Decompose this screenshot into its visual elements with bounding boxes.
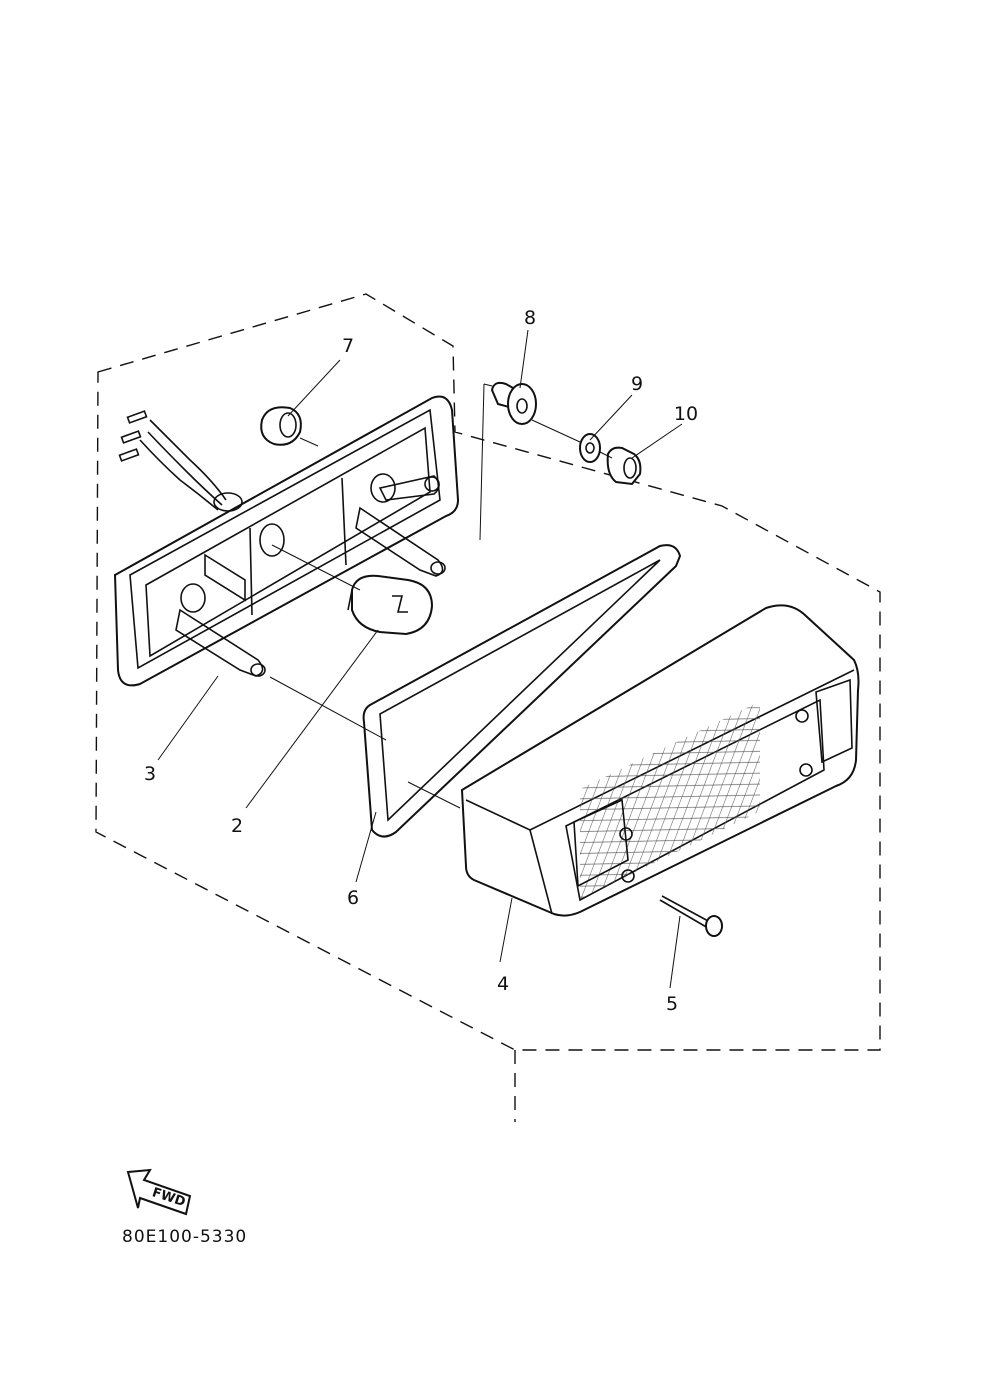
bulb <box>347 574 434 636</box>
screw <box>659 895 723 937</box>
callout-3: 3 <box>144 763 156 785</box>
callout-7: 7 <box>342 335 354 357</box>
callout-9: 9 <box>631 373 643 395</box>
lamp-housing-base <box>113 395 460 687</box>
leader-lines <box>157 329 683 989</box>
callout-6: 6 <box>347 887 359 909</box>
callout-2: 2 <box>231 815 243 837</box>
gasket <box>362 544 682 838</box>
nut <box>606 446 642 486</box>
callout-8: 8 <box>524 307 536 329</box>
grommet <box>260 406 302 446</box>
assembly-boundary <box>95 293 881 1122</box>
lens <box>460 604 860 917</box>
washer <box>579 433 601 463</box>
callout-10: 10 <box>674 403 698 425</box>
forward-direction-arrow-icon: FWD <box>126 1168 192 1216</box>
collar <box>490 381 537 425</box>
callout-5: 5 <box>666 993 678 1015</box>
callout-4: 4 <box>497 973 509 995</box>
assembly-axis-lines <box>269 383 613 809</box>
drawing-code: 80E100-5330 <box>122 1227 247 1247</box>
